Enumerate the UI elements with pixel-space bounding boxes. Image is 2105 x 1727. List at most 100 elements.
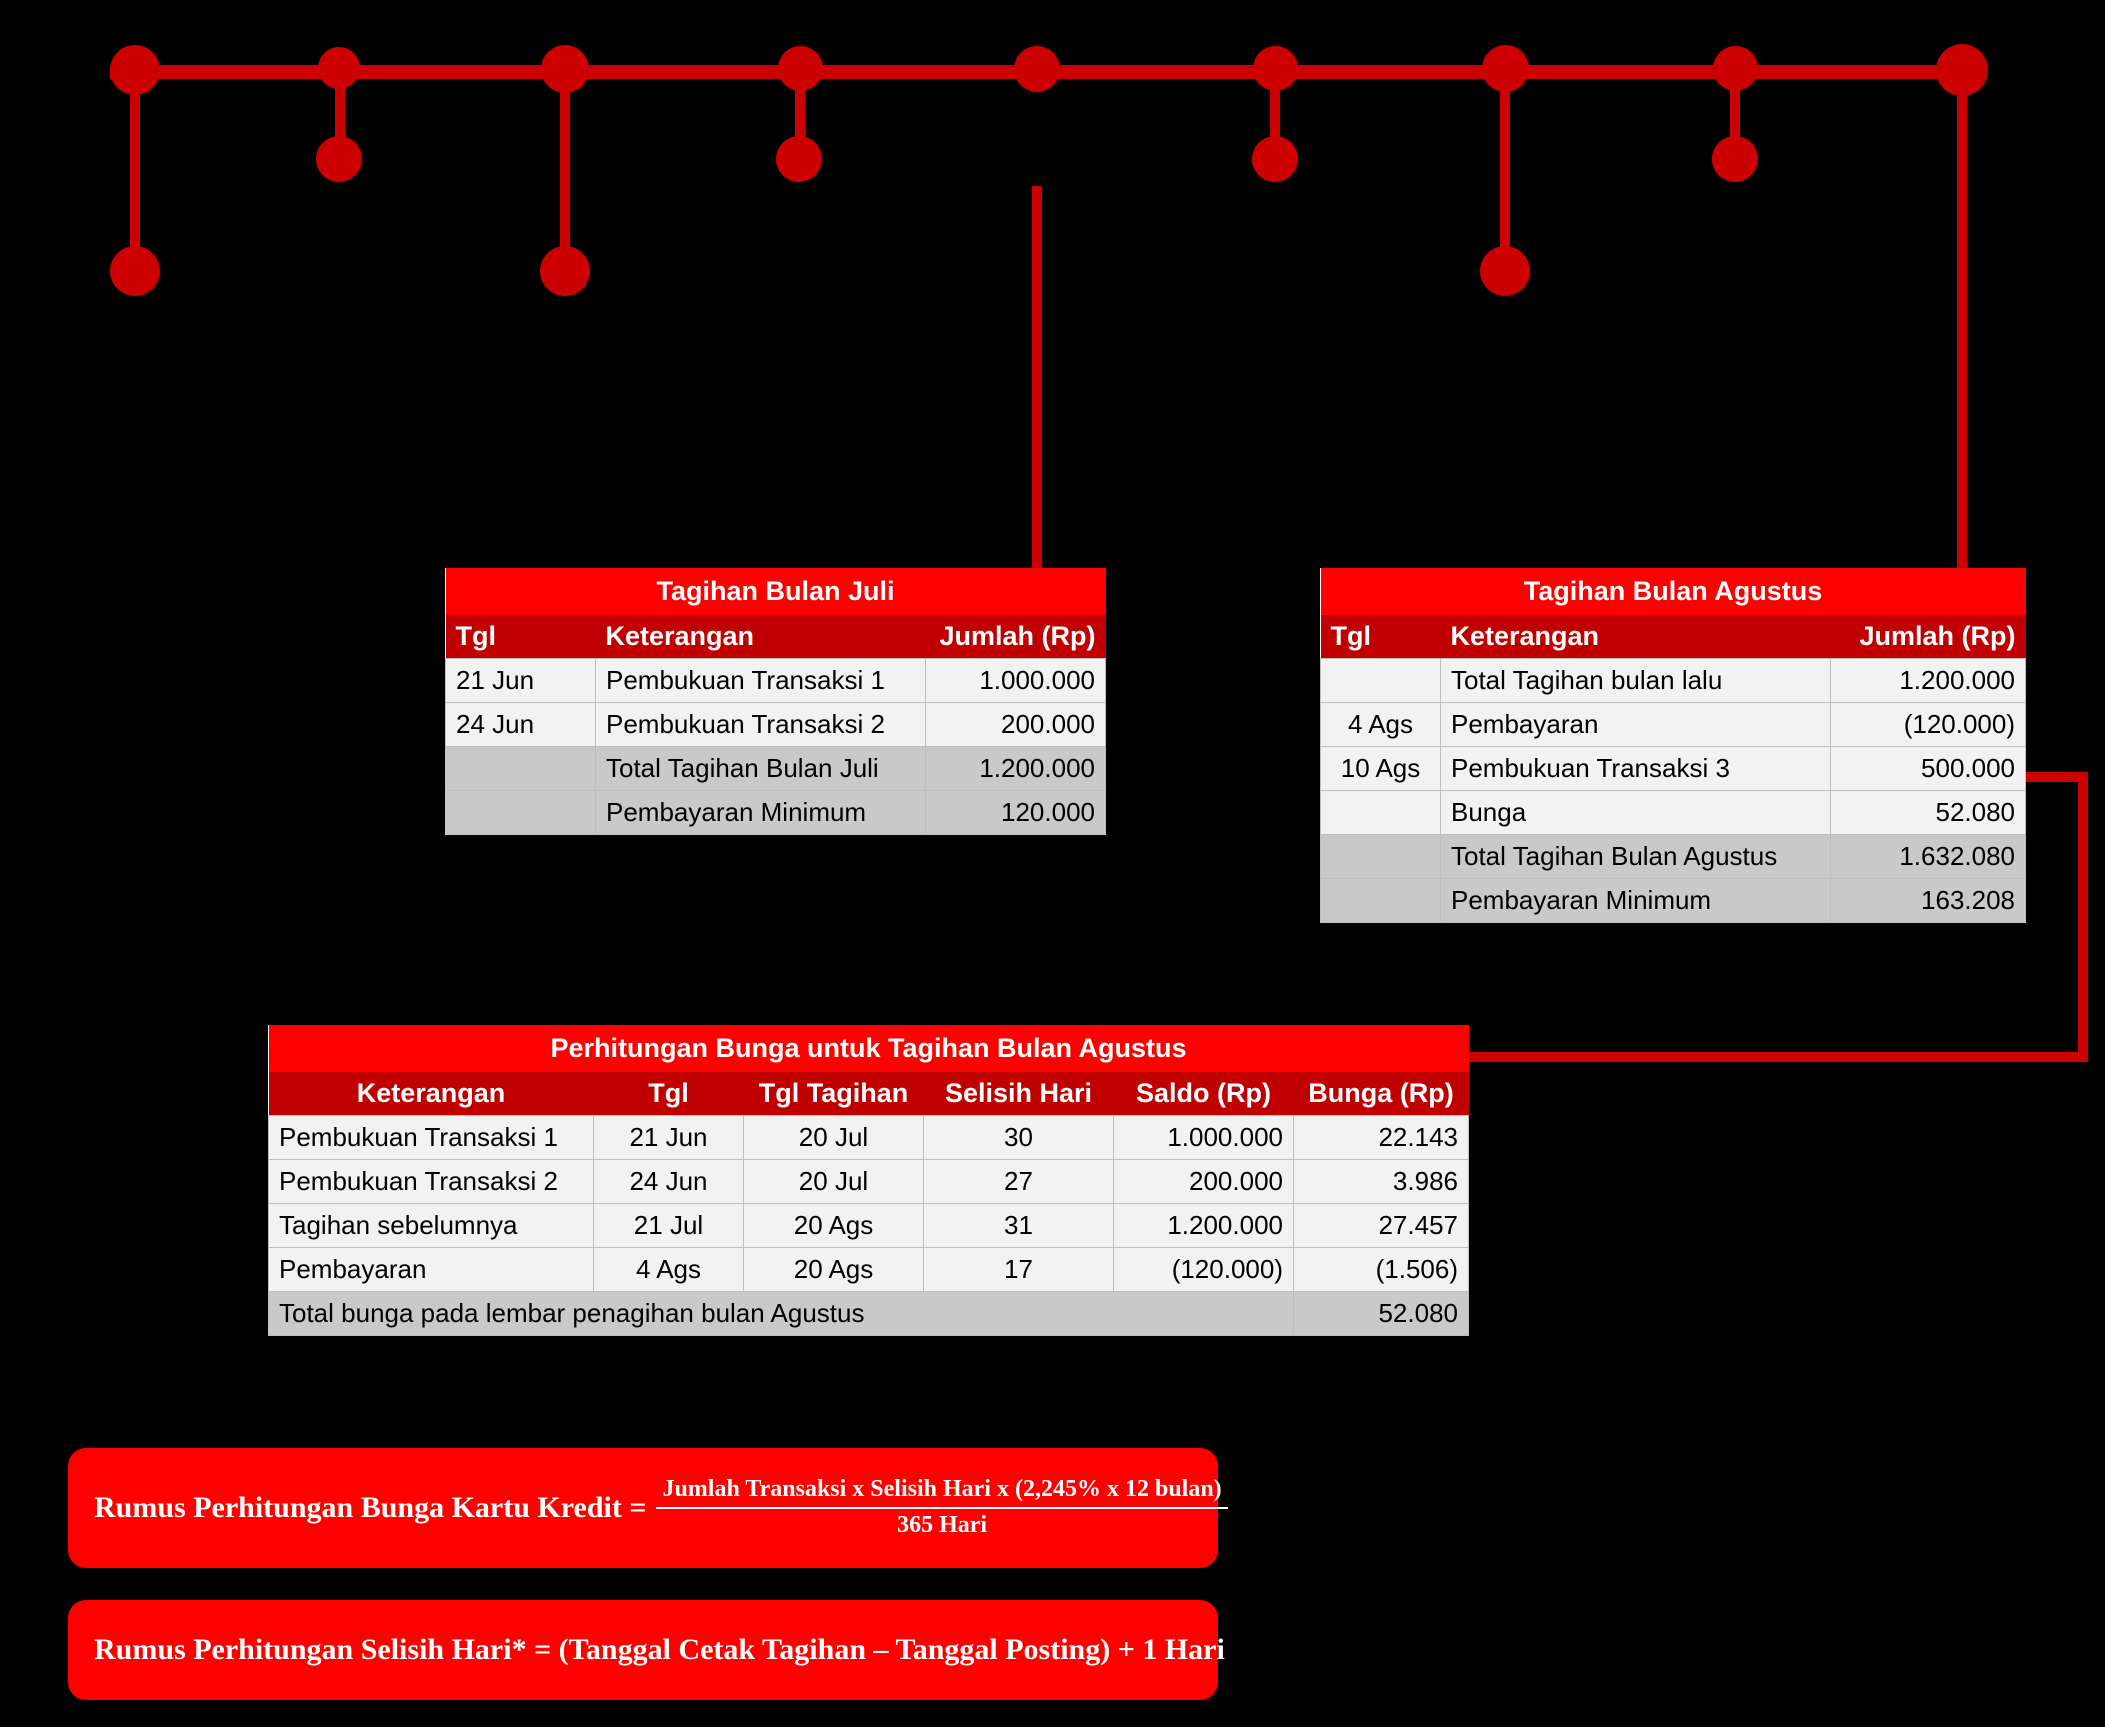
timeline-stem-7 xyxy=(1500,72,1510,267)
bunga-cell-tgl-tagihan: 20 Ags xyxy=(743,1247,924,1292)
connector-agustus-to-bunga-h2 xyxy=(1465,1052,2085,1062)
bunga-cell-keterangan: Tagihan sebelumnya xyxy=(268,1203,594,1248)
bunga-cell-bunga: (1.506) xyxy=(1293,1247,1469,1292)
juli-cell-keterangan: Pembukuan Transaksi 1 xyxy=(595,658,926,703)
timeline-sub-node-8[interactable] xyxy=(1712,136,1758,182)
juli-title-row: Tagihan Bulan Juli xyxy=(445,568,1106,615)
table-row: Total Tagihan Bulan Agustus 1.632.080 xyxy=(1320,834,2027,879)
juli-cell-jumlah: 120.000 xyxy=(925,790,1106,835)
table-row: 24 Jun Pembukuan Transaksi 2 200.000 xyxy=(445,702,1106,747)
table-row: Total Tagihan bulan lalu 1.200.000 xyxy=(1320,658,2027,703)
timeline-node-3[interactable] xyxy=(541,45,589,93)
agustus-cell-keterangan: Total Tagihan bulan lalu xyxy=(1440,658,1831,703)
agustus-cell-jumlah: 1.200.000 xyxy=(1829,658,2027,703)
timeline-node-7[interactable] xyxy=(1482,45,1529,92)
agustus-title: Tagihan Bulan Agustus xyxy=(1320,568,2026,615)
juli-header-row: Tgl Keterangan Jumlah (Rp) xyxy=(445,615,1106,659)
perhitungan-bunga-table: Perhitungan Bunga untuk Tagihan Bulan Ag… xyxy=(268,1025,1469,1336)
agustus-col-tgl: Tgl xyxy=(1320,615,1441,659)
bunga-header-row: Keterangan Tgl Tgl Tagihan Selisih Hari … xyxy=(268,1072,1469,1116)
agustus-cell-keterangan: Pembayaran xyxy=(1440,702,1831,747)
juli-cell-jumlah: 1.200.000 xyxy=(925,746,1106,791)
agustus-title-row: Tagihan Bulan Agustus xyxy=(1320,568,2026,615)
bunga-cell-saldo: 200.000 xyxy=(1113,1159,1294,1204)
agustus-cell-tgl xyxy=(1320,834,1441,879)
bunga-cell-saldo: 1.200.000 xyxy=(1113,1203,1294,1248)
juli-cell-jumlah: 200.000 xyxy=(925,702,1106,747)
timeline-sub-node-6[interactable] xyxy=(1252,136,1298,182)
bunga-cell-tgl: 24 Jun xyxy=(593,1159,744,1204)
bunga-cell-saldo: (120.000) xyxy=(1113,1247,1294,1292)
formula-selisih-hari-box: Rumus Perhitungan Selisih Hari* = (Tangg… xyxy=(68,1600,1225,1700)
juli-cell-keterangan: Pembayaran Minimum xyxy=(595,790,926,835)
timeline-node-5[interactable] xyxy=(1014,46,1060,92)
timeline-sub-node-2[interactable] xyxy=(316,136,362,182)
juli-col-keterangan: Keterangan xyxy=(595,615,926,659)
table-row: 4 Ags Pembayaran (120.000) xyxy=(1320,702,2027,747)
agustus-cell-tgl xyxy=(1320,878,1441,923)
timeline-stem-8 xyxy=(1730,72,1740,157)
juli-col-tgl: Tgl xyxy=(445,615,596,659)
juli-cell-tgl: 24 Jun xyxy=(445,702,596,747)
table-row: Bunga 52.080 xyxy=(1320,790,2027,835)
timeline-deep-node-7[interactable] xyxy=(1480,246,1530,296)
timeline-stem-6 xyxy=(1270,72,1280,157)
juli-cell-tgl xyxy=(445,790,596,835)
bunga-title-row: Perhitungan Bunga untuk Tagihan Bulan Ag… xyxy=(268,1025,1469,1072)
timeline-node-1[interactable] xyxy=(110,45,160,95)
timeline-node-4[interactable] xyxy=(778,46,823,91)
timeline-deep-node-1[interactable] xyxy=(110,246,160,296)
timeline-node-6[interactable] xyxy=(1253,46,1298,91)
agustus-cell-tgl xyxy=(1320,658,1441,703)
bunga-cell-bunga: 27.457 xyxy=(1293,1203,1469,1248)
timeline-node-2[interactable] xyxy=(318,47,360,89)
bunga-cell-selisih-hari: 31 xyxy=(923,1203,1114,1248)
table-row: Pembayaran Minimum 120.000 xyxy=(445,790,1106,835)
bunga-col-tgl: Tgl xyxy=(593,1072,744,1116)
bunga-total-row: Total bunga pada lembar penagihan bulan … xyxy=(268,1291,1469,1336)
bunga-cell-keterangan: Pembukuan Transaksi 2 xyxy=(268,1159,594,1204)
table-row: Pembayaran 4 Ags 20 Ags 17 (120.000) (1.… xyxy=(268,1247,1469,1292)
agustus-cell-keterangan: Bunga xyxy=(1440,790,1831,835)
formula-bunga-fraction: Jumlah Transaksi x Selisih Hari x (2,245… xyxy=(656,1476,1228,1539)
juli-title: Tagihan Bulan Juli xyxy=(445,568,1106,615)
bunga-cell-selisih-hari: 30 xyxy=(923,1115,1114,1160)
juli-cell-keterangan: Total Tagihan Bulan Juli xyxy=(595,746,926,791)
connector-to-agustus-table xyxy=(1957,72,1967,570)
formula-selisih-hari-text: Rumus Perhitungan Selisih Hari* = (Tangg… xyxy=(94,1633,1225,1666)
table-row: Tagihan sebelumnya 21 Jul 20 Ags 31 1.20… xyxy=(268,1203,1469,1248)
bunga-cell-tgl: 21 Jul xyxy=(593,1203,744,1248)
agustus-cell-jumlah: 52.080 xyxy=(1829,790,2027,835)
agustus-cell-keterangan: Pembayaran Minimum xyxy=(1440,878,1831,923)
bunga-total-value: 52.080 xyxy=(1293,1291,1469,1336)
bunga-col-bunga: Bunga (Rp) xyxy=(1293,1072,1469,1116)
timeline-sub-node-4[interactable] xyxy=(776,136,822,182)
agustus-cell-jumlah: 163.208 xyxy=(1829,878,2027,923)
agustus-cell-tgl xyxy=(1320,790,1441,835)
bunga-col-tgl-tagihan: Tgl Tagihan xyxy=(743,1072,924,1116)
connector-to-juli-table xyxy=(1032,186,1042,574)
timeline-stem-2 xyxy=(335,72,345,157)
juli-cell-tgl xyxy=(445,746,596,791)
timeline-stem-1 xyxy=(130,72,140,267)
agustus-cell-keterangan: Total Tagihan Bulan Agustus xyxy=(1440,834,1831,879)
table-row: Pembayaran Minimum 163.208 xyxy=(1320,878,2027,923)
bunga-cell-tgl: 21 Jun xyxy=(593,1115,744,1160)
bunga-col-saldo: Saldo (Rp) xyxy=(1113,1072,1294,1116)
bunga-total-label: Total bunga pada lembar penagihan bulan … xyxy=(268,1291,1294,1336)
timeline-deep-node-3[interactable] xyxy=(540,246,590,296)
agustus-cell-jumlah: 500.000 xyxy=(1829,746,2027,791)
timeline-stem-3 xyxy=(560,72,570,267)
juli-cell-jumlah: 1.000.000 xyxy=(925,658,1106,703)
timeline-stem-4 xyxy=(795,72,805,157)
agustus-col-jumlah: Jumlah (Rp) xyxy=(1830,615,2026,659)
bunga-cell-selisih-hari: 17 xyxy=(923,1247,1114,1292)
bunga-cell-saldo: 1.000.000 xyxy=(1113,1115,1294,1160)
timeline-node-8[interactable] xyxy=(1713,46,1758,91)
bunga-cell-bunga: 22.143 xyxy=(1293,1115,1469,1160)
agustus-cell-jumlah: (120.000) xyxy=(1829,702,2027,747)
table-row: 21 Jun Pembukuan Transaksi 1 1.000.000 xyxy=(445,658,1106,703)
timeline-diagram xyxy=(0,0,2105,574)
juli-cell-tgl: 21 Jun xyxy=(445,658,596,703)
bunga-title: Perhitungan Bunga untuk Tagihan Bulan Ag… xyxy=(268,1025,1469,1072)
